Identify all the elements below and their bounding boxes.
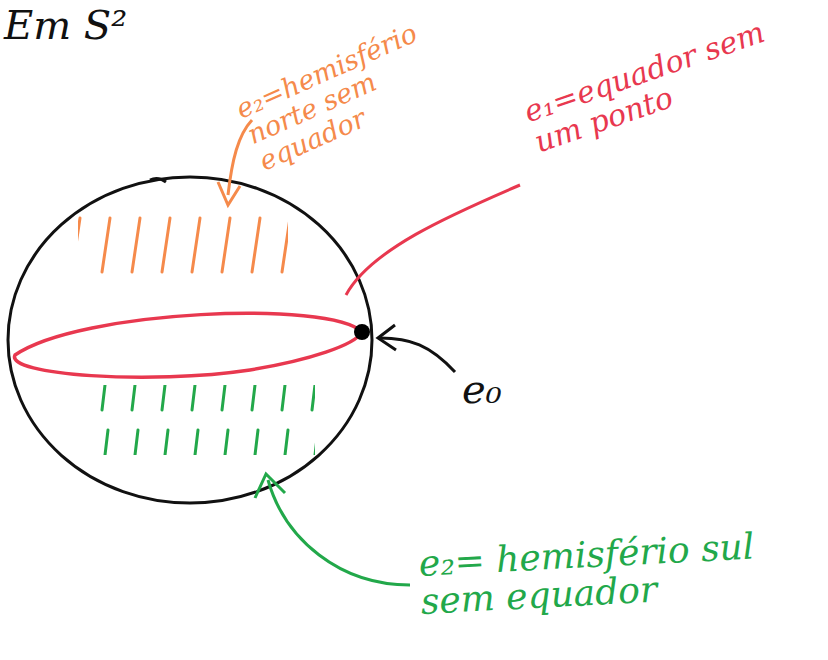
equator	[15, 313, 362, 377]
south-hatching	[100, 385, 315, 455]
leader-line	[268, 480, 410, 585]
cell-label: e₁=equador sem um ponto	[520, 4, 815, 158]
sphere-outline	[8, 177, 372, 503]
cell-label: e₂= hemisfério sul sem equador	[418, 524, 821, 620]
north-hatching	[78, 212, 288, 282]
point-e0	[354, 324, 370, 340]
cell-label: e₂=hemisfério norte sem equador	[232, 4, 477, 175]
heading: Em S²	[4, 4, 127, 46]
leader-line	[380, 338, 455, 372]
cell-label: e₀	[462, 368, 542, 410]
leader-line	[346, 185, 520, 295]
